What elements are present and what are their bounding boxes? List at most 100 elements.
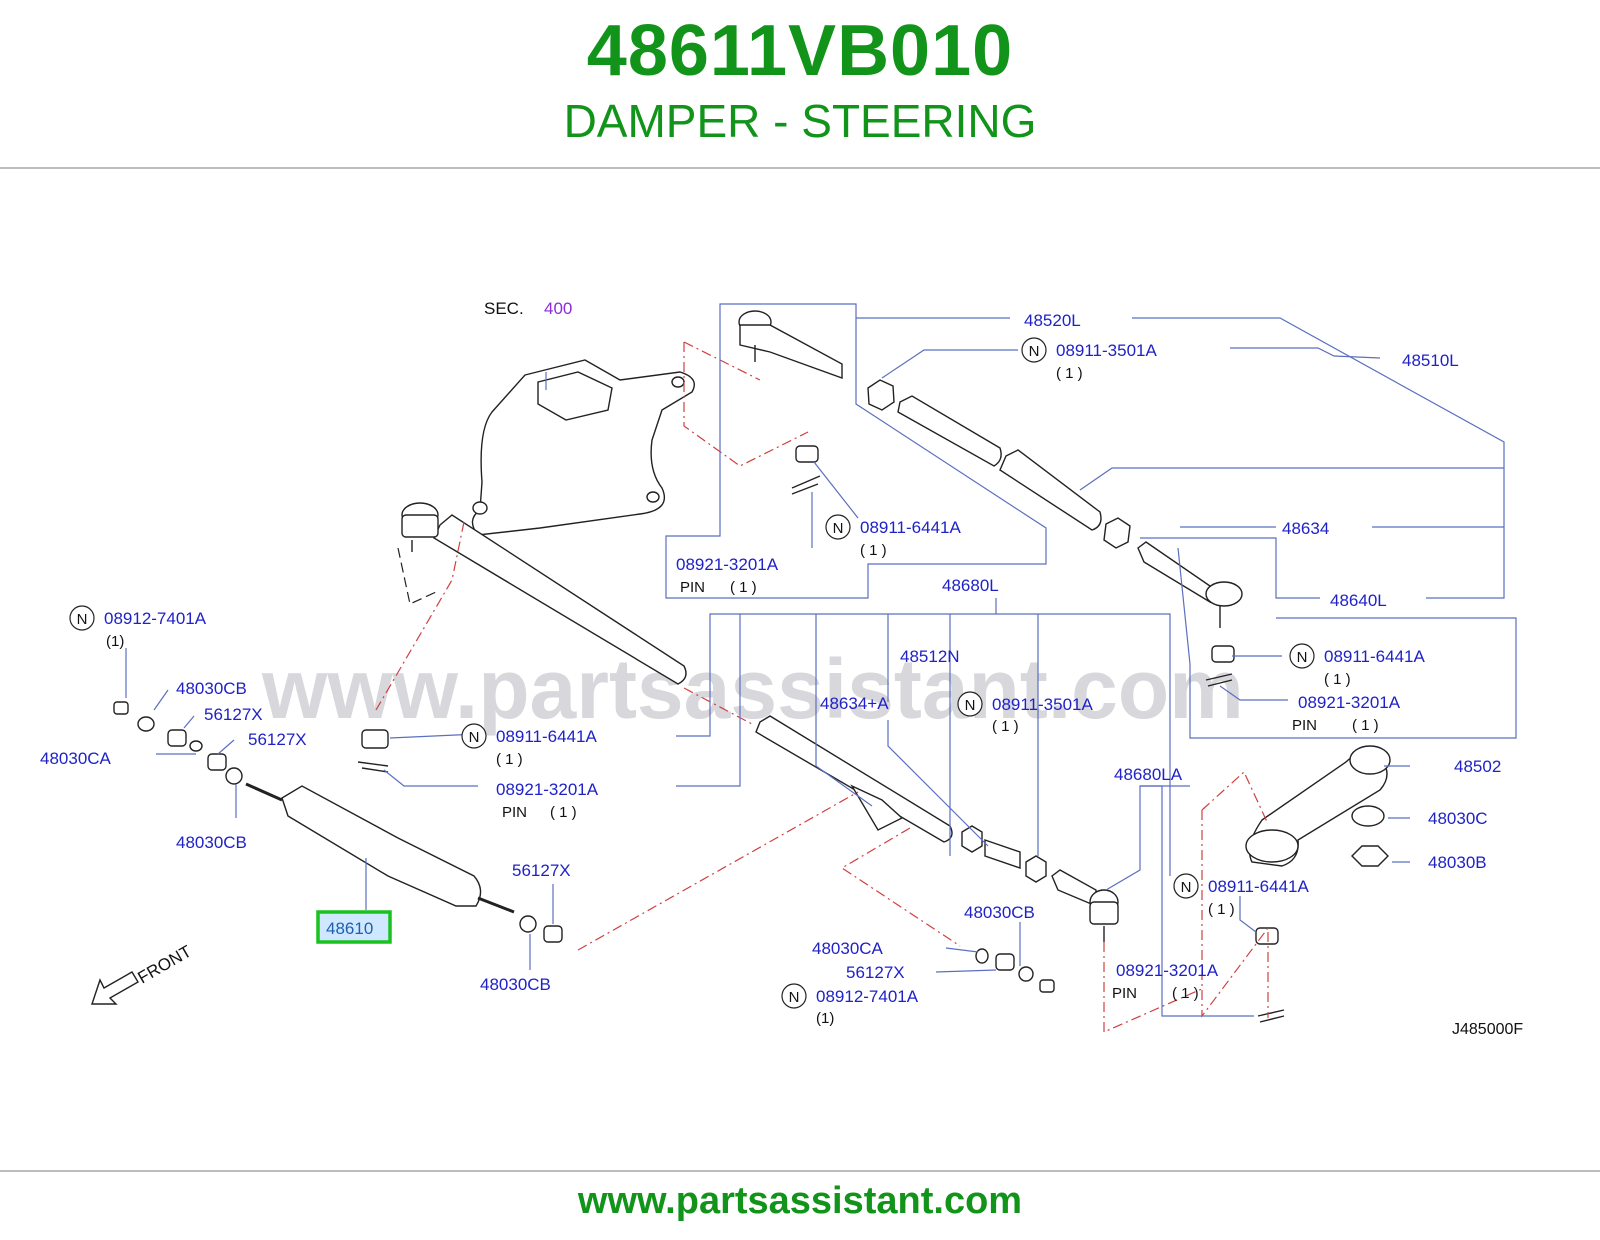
bushing-left-drawing [167, 729, 187, 747]
part-label-08921-3201A-upper[interactable]: 08921-3201A [676, 555, 779, 574]
phantom-line [1103, 942, 1205, 1033]
front-arrow-icon [91, 971, 139, 1005]
washer-cb-drawing [225, 767, 243, 785]
leader-line [1079, 467, 1504, 491]
part-label-48030CB-4[interactable]: 48030CB [964, 903, 1035, 922]
drawing-code: J485000F [1452, 1021, 1523, 1038]
qty-label: ( 1 ) [550, 804, 577, 821]
line-art [113, 310, 1391, 1023]
intermediate-bracket-drawing [850, 784, 904, 831]
washer-mid-2-drawing [1018, 966, 1034, 982]
leader-line [1177, 547, 1517, 739]
leader-line [676, 598, 997, 737]
n-marker-letter: N [789, 989, 800, 1006]
part-label-48030CA-mid[interactable]: 48030CA [812, 939, 884, 958]
leader-line [996, 613, 1171, 876]
part-label-48680LA[interactable]: 48680LA [1114, 765, 1183, 784]
n-marker-letter: N [1297, 649, 1308, 666]
phantom-line [840, 827, 961, 947]
castle-nut-upper-drawing [795, 445, 819, 463]
leader-line [1105, 785, 1190, 891]
part-label-48640L[interactable]: 48640L [1330, 591, 1387, 610]
qty-label: ( 1 ) [496, 751, 523, 768]
n-marker-letters: N N N N N N N N [77, 343, 1308, 1006]
leader-line [1239, 896, 1257, 933]
header-divider [0, 167, 1600, 169]
n-marker-icon [825, 514, 851, 540]
phantom-line [683, 687, 753, 725]
qty-label: ( 1 ) [992, 718, 1019, 735]
part-label-08912-7401A-left[interactable]: 08912-7401A [104, 609, 207, 628]
part-label-48030CB-3[interactable]: 48030CB [480, 975, 551, 994]
leader-line [815, 614, 873, 807]
n-marker-icon [957, 691, 983, 717]
leader-line [813, 461, 859, 519]
leader-line [183, 715, 195, 729]
part-label-48030CA-left[interactable]: 48030CA [40, 749, 112, 768]
part-label-48634[interactable]: 48634 [1282, 519, 1329, 538]
leader-line [1140, 537, 1320, 599]
part-label-56127X-1[interactable]: 56127X [204, 705, 263, 724]
section-number-link[interactable]: 400 [544, 299, 572, 318]
part-label-48502[interactable]: 48502 [1454, 757, 1501, 776]
leader-line [383, 769, 478, 787]
part-label-08911-6441A-upper[interactable]: 08911-6441A [860, 518, 961, 537]
n-marker-circles [69, 337, 1315, 1009]
leader-line [676, 614, 741, 787]
leader-line [945, 947, 979, 953]
assembly-box-48520L [665, 303, 1047, 599]
highlighted-part-label[interactable]: 48610 [326, 919, 373, 938]
steering-gearbox-drawing [471, 359, 695, 536]
highlighted-part-box[interactable] [316, 910, 392, 944]
part-label-56127X-4[interactable]: 56127X [846, 963, 905, 982]
pin-label: PIN [1112, 985, 1137, 1002]
hex-nut-48634-drawing [1103, 517, 1131, 549]
cotter-pin-right [1205, 673, 1233, 687]
washer-mid-drawing [975, 948, 989, 964]
part-label-48030CB-1[interactable]: 48030CB [176, 679, 247, 698]
part-label-08911-6441A-left[interactable]: 08911-6441A [496, 727, 597, 746]
part-label-08911-6441A-lower[interactable]: 08911-6441A [1208, 877, 1309, 896]
pin-label: PIN [502, 804, 527, 821]
part-label-48030CB-2[interactable]: 48030CB [176, 833, 247, 852]
footer-url-link[interactable]: www.partsassistant.com [577, 1180, 1023, 1222]
pitman-nut-drawing [1351, 845, 1389, 867]
adjust-sleeve-mid-drawing [984, 839, 1021, 869]
n-marker-icon [781, 983, 807, 1009]
part-label-48510L[interactable]: 48510L [1402, 351, 1459, 370]
leader-line [881, 349, 1018, 379]
part-label-48030B[interactable]: 48030B [1428, 853, 1487, 872]
part-label-48512N[interactable]: 48512N [900, 647, 960, 666]
gearbox-phantom [397, 547, 437, 605]
damper-rod-right [477, 896, 515, 914]
part-label-08921-3201A-left[interactable]: 08921-3201A [496, 780, 599, 799]
leader-line [1219, 685, 1288, 701]
qty-label: ( 1 ) [1352, 717, 1379, 734]
n-marker-icon [69, 605, 95, 631]
n-marker-icon [1289, 643, 1315, 669]
part-label-08912-7401A-mid[interactable]: 08912-7401A [816, 987, 919, 1006]
qty-label: ( 1 ) [1208, 901, 1235, 918]
part-label-08911-3501A-top[interactable]: 08911-3501A [1056, 341, 1157, 360]
qty-label: ( 1 ) [730, 579, 757, 596]
n-marker-letter: N [965, 697, 976, 714]
part-label-08921-3201A-right[interactable]: 08921-3201A [1298, 693, 1401, 712]
part-label-08921-3201A-lower[interactable]: 08921-3201A [1116, 961, 1219, 980]
qty-label: (1) [816, 1010, 834, 1027]
leader-line [1132, 317, 1505, 599]
leader-line [887, 720, 989, 847]
part-label-08911-6441A-right[interactable]: 08911-6441A [1324, 647, 1425, 666]
nut-mid-drawing [1039, 979, 1055, 993]
part-label-08911-3501A-mid[interactable]: 08911-3501A [992, 695, 1093, 714]
part-label-56127X-2[interactable]: 56127X [248, 730, 307, 749]
part-label-48634-A[interactable]: 48634+A [820, 694, 889, 713]
part-label-48030C[interactable]: 48030C [1428, 809, 1488, 828]
adjusting-tube-upper-drawing [897, 395, 1002, 467]
qty-label: ( 1 ) [1056, 365, 1083, 382]
front-label: FRONT [135, 942, 195, 988]
adjusting-tube-main-drawing [999, 449, 1102, 531]
quantity-labels: ( 1 ) ( 1 ) PIN ( 1 ) ( 1 ) PIN ( 1 ) ( … [106, 365, 1379, 1027]
part-label-48520L[interactable]: 48520L [1024, 311, 1081, 330]
part-label-48680L[interactable]: 48680L [942, 576, 999, 595]
part-label-56127X-3[interactable]: 56127X [512, 861, 571, 880]
